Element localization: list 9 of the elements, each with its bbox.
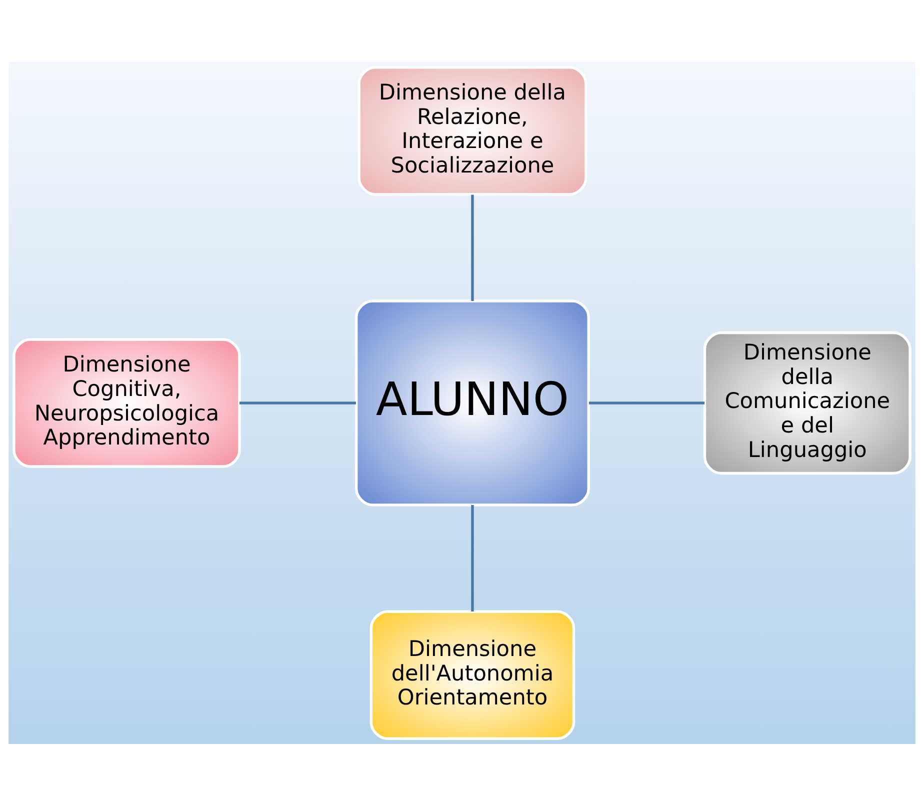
node-box: ALUNNO: [354, 299, 590, 506]
node-box: Dimensione della Relazione, Interazione e Socializzazione: [358, 66, 588, 196]
connector: [471, 194, 474, 300]
connector: [588, 401, 705, 404]
node-box: Dimensione dell'Autonomia Orientamento: [370, 610, 576, 740]
node-box: Dimensione della Comunicazione e del Linguaggio: [703, 330, 912, 474]
node-box: Dimensione Cognitiva, Neuropsicologica Apprendimento: [12, 338, 241, 468]
connector: [240, 401, 356, 404]
connector: [471, 504, 474, 611]
